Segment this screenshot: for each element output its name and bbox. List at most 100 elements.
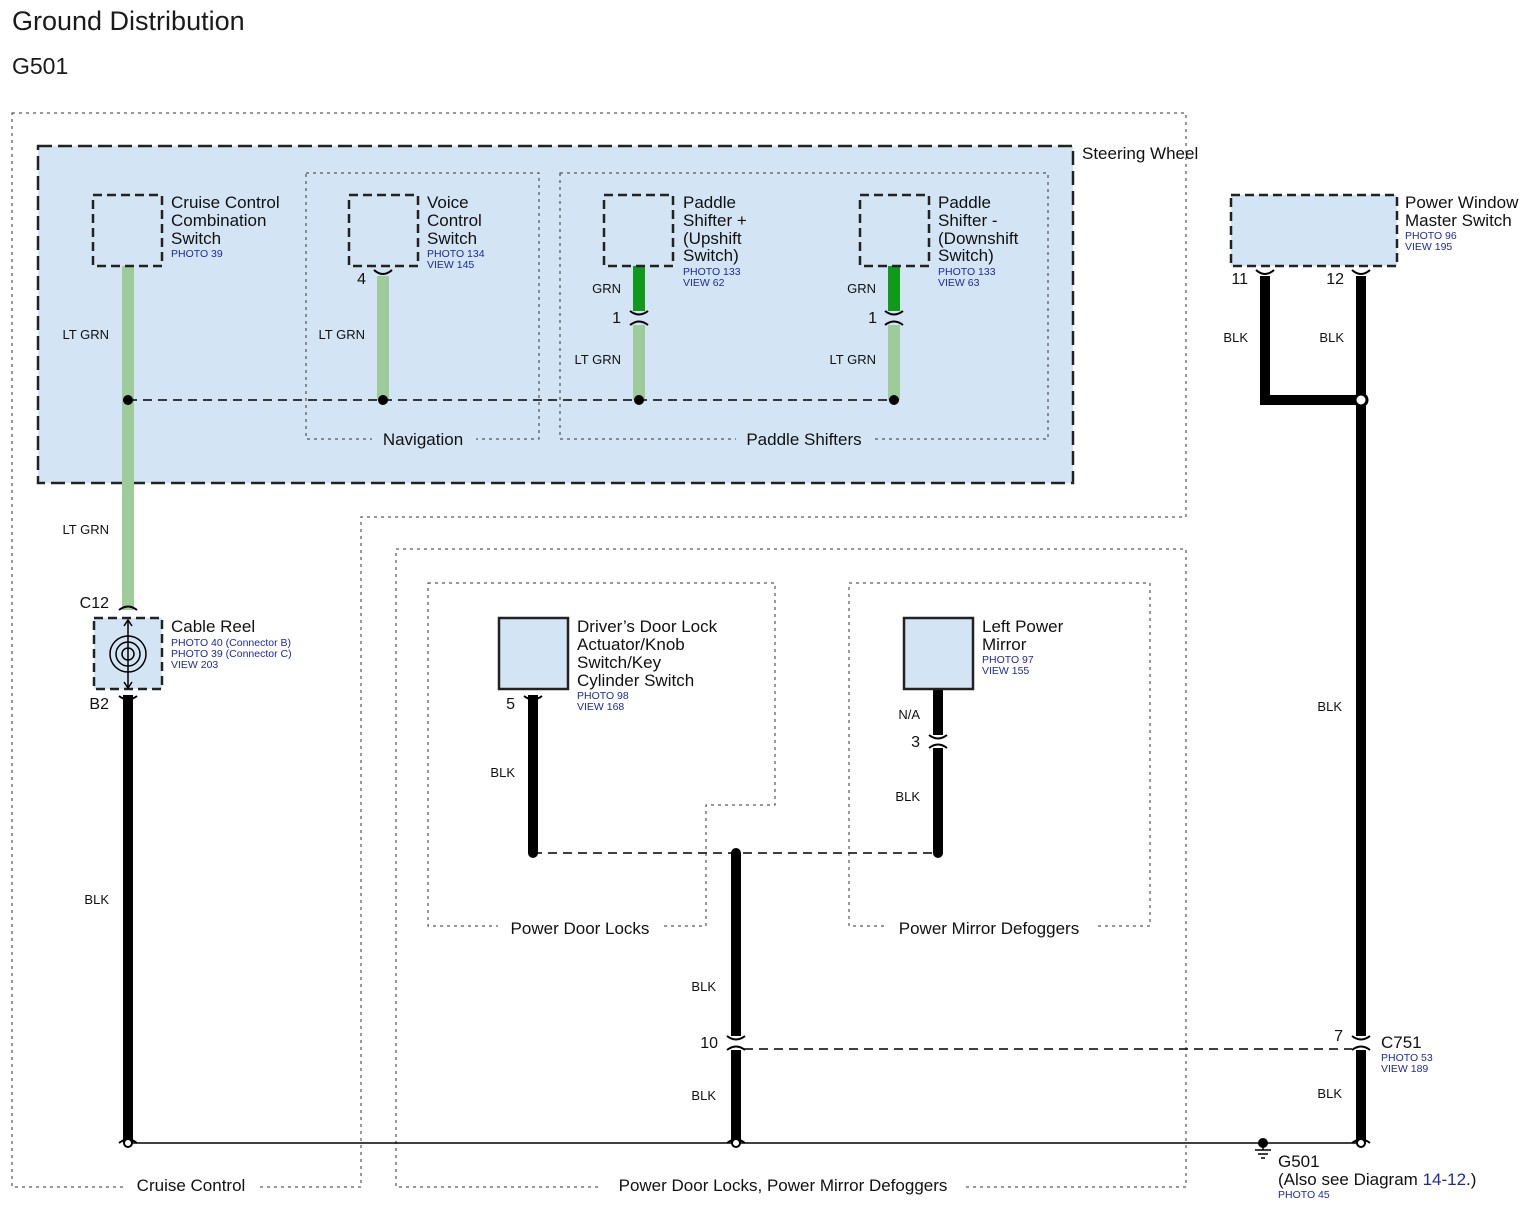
cable-reel-label: Cable Reel PHOTO 40 (Connector B) PHOTO … (171, 617, 292, 671)
wire-label-paddle-up-bottom: LT GRN (575, 352, 621, 367)
wire-pw-11-blk (1260, 276, 1361, 405)
pin-voice: 4 (357, 271, 366, 288)
svg-text:PHOTO 97: PHOTO 97 (982, 654, 1034, 666)
svg-text:Driver’s Door Lock: Driver’s Door Lock (577, 617, 718, 636)
svg-text:PHOTO 96: PHOTO 96 (1405, 230, 1457, 242)
wire-label-voice: LT GRN (319, 327, 365, 342)
svg-text:Left Power: Left Power (982, 617, 1064, 636)
svg-text:VIEW 203: VIEW 203 (171, 659, 218, 671)
svg-text:(Downshift: (Downshift (938, 229, 1019, 248)
svg-text:Cylinder Switch: Cylinder Switch (577, 671, 694, 690)
ground-symbol-icon (1255, 1138, 1271, 1159)
wire-label-trunk-lower: BLK (691, 1088, 716, 1103)
cruise-switch-label: Cruise Control Combination Switch PHOTO … (171, 193, 280, 260)
paddle-shifters-boundary (559, 172, 1049, 440)
svg-text:PHOTO 39: PHOTO 39 (171, 248, 223, 260)
group-label-paddle-shifters: Paddle Shifters (746, 430, 861, 449)
wire-label-reel-down: BLK (84, 892, 109, 907)
svg-text:PHOTO 133: PHOTO 133 (683, 266, 741, 278)
cable-reel-coil-icon (109, 618, 147, 690)
group-label-door-mirror: Power Door Locks, Power Mirror Defoggers (619, 1176, 948, 1195)
svg-text:Cable Reel: Cable Reel (171, 617, 255, 636)
wire-label-pw-11: BLK (1223, 330, 1248, 345)
svg-text:G501: G501 (1278, 1152, 1320, 1171)
svg-text:Switch/Key: Switch/Key (577, 653, 662, 672)
svg-text:PHOTO 133: PHOTO 133 (938, 266, 996, 278)
power-door-locks-boundary (427, 582, 776, 927)
wire-label-pw-down: BLK (1317, 699, 1342, 714)
ground-note-suffix: .) (1466, 1170, 1476, 1189)
wire-label-pw-12: BLK (1319, 330, 1344, 345)
svg-text:Actuator/Knob: Actuator/Knob (577, 635, 685, 654)
svg-text:VIEW 195: VIEW 195 (1405, 241, 1452, 253)
pin-paddle-down: 1 (868, 310, 877, 327)
svg-text:PHOTO 40 (Connector B): PHOTO 40 (Connector B) (171, 637, 291, 649)
pin-trunk: 10 (700, 1035, 718, 1052)
paddle-down-box (858, 193, 931, 268)
svg-text:Shifter +: Shifter + (683, 211, 747, 230)
svg-text:PHOTO 98: PHOTO 98 (577, 690, 629, 702)
cruise-switch-box (91, 193, 164, 268)
wire-label-cruise-bottom: LT GRN (63, 522, 109, 537)
svg-text:VIEW 145: VIEW 145 (427, 259, 474, 271)
svg-text:Switch: Switch (427, 229, 477, 248)
cruise-control-boundary (11, 112, 1187, 1188)
pin-pw-12: 12 (1326, 271, 1344, 288)
steering-wheel-label: Steering Wheel (1082, 144, 1198, 163)
svg-text:VIEW 63: VIEW 63 (938, 277, 980, 289)
group-label-cruise-control: Cruise Control (137, 1176, 246, 1195)
left-mirror-box (902, 616, 975, 691)
svg-text:VIEW 189: VIEW 189 (1381, 1063, 1428, 1075)
paddle-down-label: Paddle Shifter - (Downshift Switch) PHOT… (938, 193, 1019, 289)
page-subtitle: G501 (12, 53, 68, 79)
wire-label-paddle-down-bottom: LT GRN (830, 352, 876, 367)
pw-master-label: Power Window Master Switch PHOTO 96 VIEW… (1405, 193, 1519, 253)
pw-master-box (1229, 193, 1399, 268)
paddle-up-label: Paddle Shifter + (Upshift Switch) PHOTO … (683, 193, 747, 289)
svg-text:Switch: Switch (171, 229, 221, 248)
svg-text:C751: C751 (1381, 1033, 1422, 1052)
wire-label-mirror-na: N/A (898, 707, 920, 722)
svg-text:Combination: Combination (171, 211, 266, 230)
svg-text:(Upshift: (Upshift (683, 229, 742, 248)
wire-label-paddle-up-top: GRN (592, 281, 621, 296)
left-mirror-label: Left Power Mirror PHOTO 97 VIEW 155 (982, 617, 1064, 677)
group-label-power-door-locks: Power Door Locks (511, 919, 650, 938)
svg-text:(Also see Diagram 14-12.): (Also see Diagram 14-12.) (1278, 1170, 1476, 1189)
group-label-navigation: Navigation (383, 430, 463, 449)
connector-c12: C12 (80, 595, 109, 612)
svg-text:Voice: Voice (427, 193, 469, 212)
wire-label-mirror: BLK (895, 789, 920, 804)
svg-text:Shifter -: Shifter - (938, 211, 998, 230)
door-lock-label: Driver’s Door Lock Actuator/Knob Switch/… (577, 617, 718, 713)
door-lock-box (497, 616, 570, 691)
svg-text:Switch): Switch) (683, 246, 739, 265)
svg-text:PHOTO 53: PHOTO 53 (1381, 1052, 1433, 1064)
svg-text:Control: Control (427, 211, 482, 230)
ground-note-prefix: (Also see Diagram (1278, 1170, 1423, 1189)
svg-text:Cruise Control: Cruise Control (171, 193, 280, 212)
svg-text:VIEW 168: VIEW 168 (577, 701, 624, 713)
svg-text:Master Switch: Master Switch (1405, 211, 1512, 230)
svg-text:PHOTO 39 (Connector C): PHOTO 39 (Connector C) (171, 648, 292, 660)
connector-c751-label: C751 PHOTO 53 VIEW 189 (1381, 1033, 1433, 1075)
svg-text:Switch): Switch) (938, 246, 994, 265)
svg-text:Paddle: Paddle (938, 193, 991, 212)
wire-label-paddle-down-top: GRN (847, 281, 876, 296)
svg-text:VIEW 155: VIEW 155 (982, 665, 1029, 677)
svg-text:VIEW 62: VIEW 62 (683, 277, 725, 289)
page-title: Ground Distribution (12, 6, 245, 36)
svg-text:PHOTO 134: PHOTO 134 (427, 248, 485, 260)
wire-label-trunk-upper: BLK (691, 979, 716, 994)
pin-door-lock: 5 (506, 696, 515, 713)
wire-label-c751-down: BLK (1317, 1086, 1342, 1101)
paddle-up-box (602, 193, 675, 268)
group-label-power-mirror-defoggers: Power Mirror Defoggers (899, 919, 1079, 938)
pin-paddle-up: 1 (612, 310, 621, 327)
voice-switch-label: Voice Control Switch PHOTO 134 VIEW 145 (427, 193, 485, 271)
wire-label-door-lock: BLK (490, 765, 515, 780)
diagram-link[interactable]: 14-12 (1423, 1170, 1466, 1189)
pin-mirror: 3 (911, 734, 920, 751)
junction-dots (123, 392, 1369, 1148)
